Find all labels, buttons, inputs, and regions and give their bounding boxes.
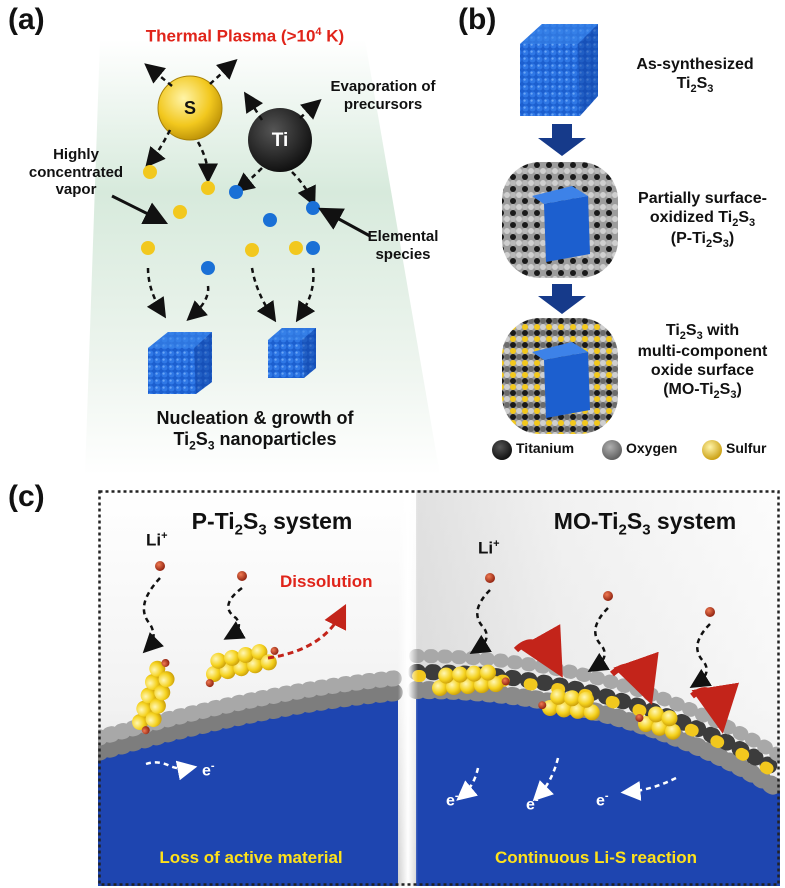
electron-arrow-right [456,767,480,801]
polysulfide-cluster-adsorbed [538,688,600,721]
electron-label-left: e- [202,760,215,780]
evap-arrow [234,167,263,193]
multi-oxide-particle [502,318,618,434]
electron-arrow-right [620,776,677,801]
titanium-atoms [201,185,320,275]
nucleation-arrow [146,267,167,319]
electron-label-right-2: e- [526,794,539,814]
evap-arrow [299,99,322,120]
titanium-symbol: Ti [271,130,289,151]
conversion-arrow [609,651,659,705]
lithium-ion [603,591,613,601]
right-caption: Continuous Li-S reaction [494,848,698,867]
polysulfide-cluster-adsorbed [635,706,681,740]
panel-b-label: (b) [458,3,497,36]
partially-oxidized-label: Partially surface- oxidized Ti2S3 (P-Ti2… [638,190,767,251]
titanium-precursor-sphere [248,108,312,172]
dissolution-arrow [267,603,347,660]
panel-a-label: (a) [8,3,45,36]
evap-arrow [145,129,172,168]
nanoparticle-cube-right [268,328,316,378]
legend-titanium-label: Titanium [516,440,575,456]
evap-arrow [144,63,173,87]
electron-arrow-right [532,757,560,802]
panel-c-graphics [98,490,780,886]
nucleation-arrow [186,285,210,321]
panel-a-graphics [85,40,440,475]
process-arrow [538,284,586,314]
evap-arrow [209,58,238,85]
nucleation-label: Nucleation & growth of Ti2S3 nanoparticl… [156,408,354,453]
polysulfide-cluster-dissolving [205,644,279,688]
process-arrow [538,124,586,156]
evap-arrow [196,141,218,184]
nucleation-arrow [250,267,277,323]
partially-oxidized-particle [502,162,618,278]
left-caption: Loss of active material [159,848,343,867]
legend-sulfur-icon [702,440,722,460]
legend-oxygen-label: Oxygen [626,440,678,456]
electron-arrow-left [145,760,198,781]
evap-arrow [291,171,316,207]
lithium-ion-label-right: Li+ [478,538,500,558]
nanoparticle-cube-left [148,332,212,394]
legend-oxygen-icon [602,440,622,460]
legend-titanium-icon [492,440,512,460]
as-synthesized-label: As-synthesized Ti2S3 [636,56,754,96]
electron-label-right-3: e- [596,790,609,810]
multi-oxide-label: Ti2S3 with multi-component oxide surface… [637,322,768,402]
species-pointer-arrow [318,207,371,238]
evap-arrow [243,91,264,121]
right-system-title: MO-Ti2S3 system [553,508,737,539]
sulfur-atoms [141,165,303,257]
lithium-path-arrow [142,577,164,654]
as-synthesized-cube [520,24,598,116]
polysulfide-cluster-anchored [132,658,175,735]
plasma-title: Thermal Plasma (>104 K) [145,26,345,46]
panel-b-graphics [492,24,722,460]
panel-c-border [98,490,780,886]
vapor-pointer-arrow [111,194,169,225]
panel-c-label: (c) [8,480,45,513]
electrode-right [416,690,780,886]
sulfur-precursor-sphere [157,75,223,141]
lithium-ion [705,607,715,617]
sulfur-symbol: S [183,98,196,118]
lithium-ion [155,561,165,571]
lithium-ion-label-left: Li+ [146,530,168,550]
lithium-ion [485,573,495,583]
polysulfide-cluster-adsorbed [432,664,510,696]
electron-label-right-1: e- [446,790,459,810]
legend-sulfur-label: Sulfur [726,440,767,456]
lithium-ion [237,571,247,581]
nucleation-arrow [295,267,316,323]
conversion-arrow [690,682,740,734]
conversion-arrow [513,624,563,678]
lithium-path-arrow [223,587,246,640]
left-system-title: P-Ti2S3 system [191,508,353,539]
dissolution-label: Dissolution [280,572,373,591]
